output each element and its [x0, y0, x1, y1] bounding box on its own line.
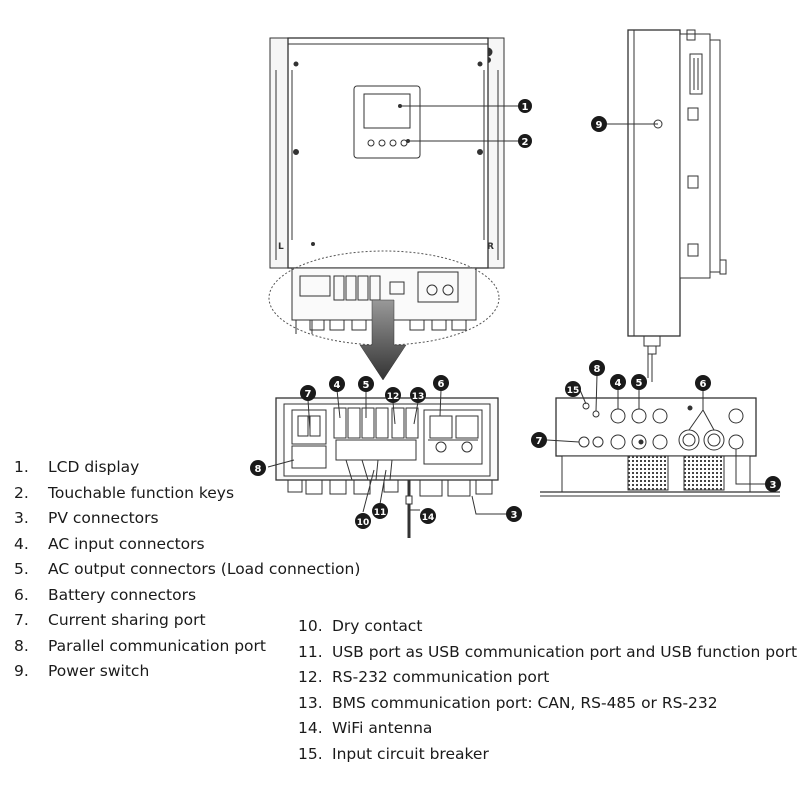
- panel-label-left: L: [278, 242, 284, 252]
- legend-number: 8.: [14, 636, 29, 655]
- zoom-callout-lines: [267, 389, 506, 515]
- marker-zoom-pv: 3: [511, 510, 518, 521]
- legend-number: 15.: [298, 744, 323, 763]
- marker-zoom-bms: 13: [412, 392, 425, 402]
- legend-number: 9.: [14, 662, 29, 680]
- marker-bottom-ac-output: 5: [636, 378, 643, 389]
- marker-front-lcd: 1: [522, 102, 529, 113]
- vent-grille-right: [683, 455, 725, 491]
- legend-item: 13. BMS communication port: CAN, RS-485 o…: [298, 691, 797, 717]
- legend-text: Input circuit breaker: [332, 744, 489, 763]
- legend-text: Current sharing port: [48, 611, 206, 629]
- legend-text: PV connectors: [48, 509, 159, 527]
- marker-front-keys: 2: [522, 137, 529, 148]
- legend-number: 13.: [298, 693, 323, 712]
- marker-zoom-dry-contact: 10: [357, 518, 370, 528]
- legend-number: 10.: [298, 617, 323, 635]
- legend-right: 10. Dry contact 11. USB port as USB commun…: [298, 614, 797, 767]
- legend-number: 7.: [14, 611, 29, 629]
- legend-text: Power switch: [48, 662, 150, 680]
- legend-text: BMS communication port: CAN, RS-485 or R…: [332, 693, 718, 712]
- legend-text: Dry contact: [332, 617, 423, 635]
- legend-left: 1.LCD display 2.Touchable function keys …: [14, 455, 360, 685]
- legend-text: Touchable function keys: [48, 483, 235, 502]
- bottom-callout-lines: [546, 374, 766, 485]
- marker-zoom-usb: 12: [387, 392, 400, 402]
- marker-side-power-switch: 9: [596, 120, 603, 131]
- legend-number: 2.: [14, 483, 29, 502]
- bottom-view: [540, 397, 780, 497]
- legend-item: 15. Input circuit breaker: [298, 742, 797, 768]
- marker-zoom-parallel: 8: [255, 464, 262, 475]
- legend-number: 11.: [298, 642, 323, 661]
- marker-zoom-usb-bottom: 11: [374, 508, 387, 518]
- legend-text: Battery connectors: [48, 585, 197, 604]
- legend-item: 1. LCD display: [14, 455, 360, 481]
- vent-grille-left: [627, 455, 669, 491]
- zoom-arrow: [359, 299, 407, 381]
- marker-bottom-power-switch: 8: [594, 364, 601, 375]
- legend-item: 2. Touchable function keys: [14, 481, 360, 507]
- marker-bottom-breaker: 15: [567, 386, 580, 396]
- legend-item: 5. AC output connectors (Load connection): [14, 557, 360, 583]
- legend-number: 12.: [298, 668, 323, 686]
- legend-number: 4.: [14, 534, 29, 553]
- lcd-screen: [363, 93, 411, 129]
- legend-item: 4. AC input connectors: [14, 532, 360, 558]
- legend-text: LCD display: [48, 458, 140, 476]
- legend-text: AC input connectors: [48, 534, 205, 553]
- legend-item: 7. Current sharing port: [14, 608, 360, 634]
- legend-item: 8. Parallel communication port: [14, 634, 360, 660]
- legend-number: 14.: [298, 719, 323, 737]
- marker-zoom-battery: 6: [438, 379, 445, 390]
- legend-item: 6. Battery connectors: [14, 583, 360, 609]
- front-view: [269, 37, 505, 269]
- legend-text: AC output connectors (Load connection): [48, 560, 361, 578]
- legend-text: RS-232 communication port: [332, 668, 550, 686]
- marker-bottom-ac-input: 4: [615, 378, 622, 389]
- marker-zoom-ac-input: 4: [334, 380, 341, 391]
- zoomed-wiring-view: [275, 397, 499, 538]
- marker-zoom-current-sharing: 7: [305, 389, 312, 400]
- legend-number: 3.: [14, 509, 29, 527]
- marker-bottom-pv: 3: [770, 480, 777, 491]
- legend-number: 1.: [14, 458, 29, 476]
- side-view: [627, 29, 727, 382]
- legend-number: 5.: [14, 560, 29, 578]
- marker-zoom-wifi: 14: [422, 513, 435, 523]
- legend-item: 9. Power switch: [14, 659, 360, 685]
- marker-bottom-battery: 6: [700, 379, 707, 390]
- legend-item: 3. PV connectors: [14, 506, 360, 532]
- legend-item: 10. Dry contact: [298, 614, 797, 640]
- legend-item: 12. RS-232 communication port: [298, 665, 797, 691]
- legend-number: 6.: [14, 585, 29, 604]
- legend-text: USB port as USB communication port and U…: [332, 642, 798, 661]
- marker-bottom-current-sharing: 7: [536, 436, 543, 447]
- legend-item: 14. WiFi antenna: [298, 716, 797, 742]
- marker-zoom-ac-output: 5: [363, 380, 370, 391]
- legend-text: WiFi antenna: [332, 719, 433, 737]
- legend-item: 11. USB port as USB communication port an…: [298, 640, 797, 666]
- legend-text: Parallel communication port: [48, 636, 266, 655]
- panel-label-right: R: [487, 242, 494, 252]
